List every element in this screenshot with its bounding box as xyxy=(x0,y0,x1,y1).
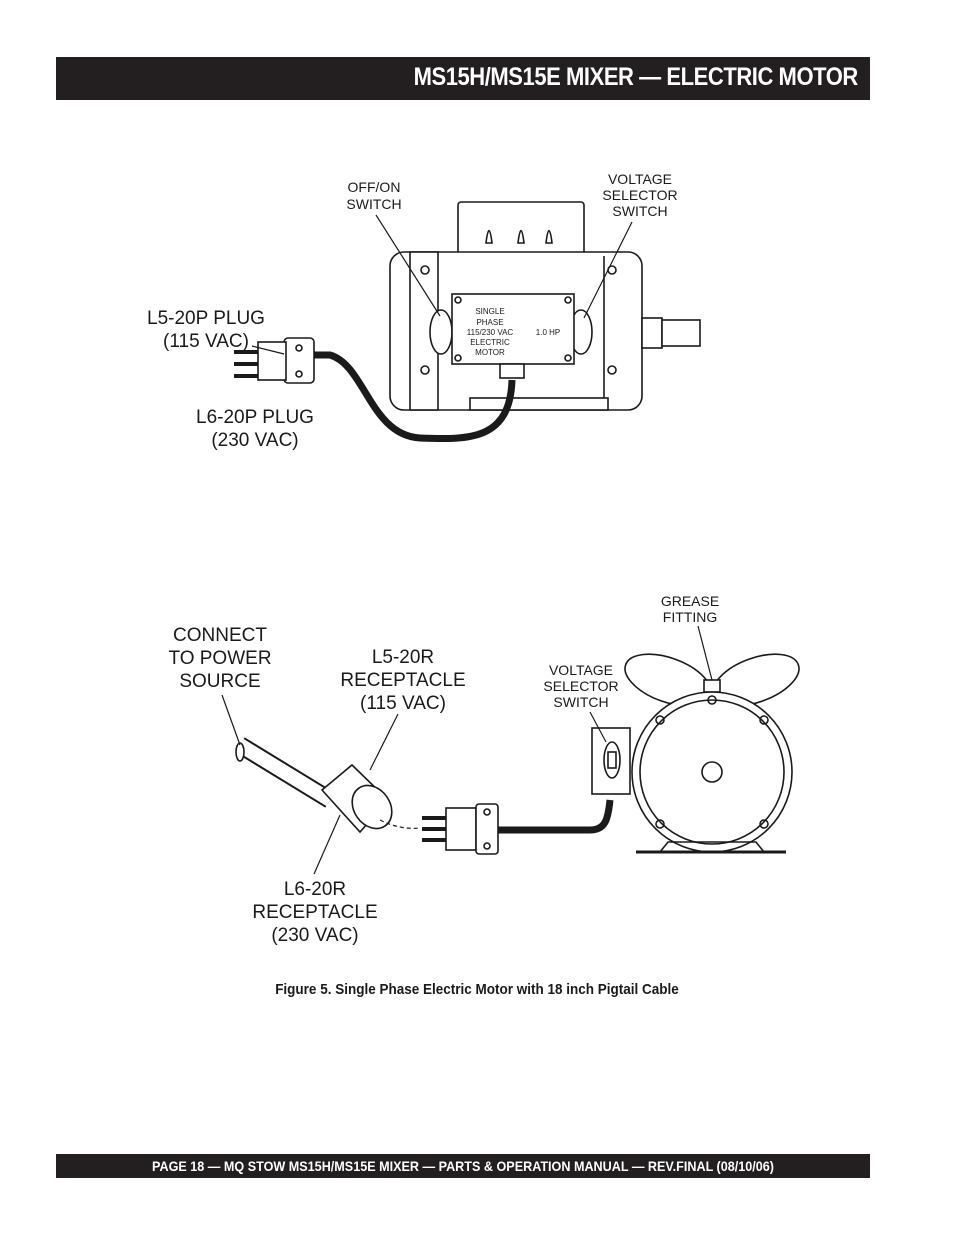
nameplate-line-1: SINGLE xyxy=(475,307,504,316)
label-off-on-switch-2: SWITCH xyxy=(346,196,401,212)
label-voltage-selector-2: SELECTOR xyxy=(602,187,677,203)
top-motor-drawing xyxy=(234,201,701,443)
footer-bar: PAGE 18 — MQ STOW MS15H/MS15E MIXER — PA… xyxy=(56,1154,870,1178)
label-connect-2: TO POWER xyxy=(168,648,271,669)
label-selector-1: VOLTAGE xyxy=(549,662,613,678)
top-labels: OFF/ON SWITCH VOLTAGE SELECTOR SWITCH L5… xyxy=(147,171,678,451)
page-title: MS15H/MS15E MIXER — ELECTRIC MOTOR xyxy=(413,63,859,91)
label-l6-receptacle-2: RECEPTACLE xyxy=(252,902,377,923)
figure-caption: Figure 5. Single Phase Electric Motor wi… xyxy=(275,981,679,998)
footer-text: PAGE 18 — MQ STOW MS15H/MS15E MIXER — PA… xyxy=(152,1158,774,1174)
label-grease-1: GREASE xyxy=(661,593,719,609)
bottom-labels: CONNECT TO POWER SOURCE L5-20R RECEPTACL… xyxy=(168,593,719,946)
label-l6-plug-2: (230 VAC) xyxy=(211,430,298,451)
label-grease-2: FITTING xyxy=(663,609,717,625)
label-selector-3: SWITCH xyxy=(553,694,608,710)
label-l5-receptacle-3: (115 VAC) xyxy=(360,693,446,714)
nameplate-line-4: ELECTRIC xyxy=(470,338,510,347)
label-off-on-switch-1: OFF/ON xyxy=(348,179,401,195)
label-l5-receptacle-1: L5-20R xyxy=(372,647,434,668)
label-l6-receptacle-3: (230 VAC) xyxy=(271,925,358,946)
label-voltage-selector-3: SWITCH xyxy=(612,203,667,219)
label-voltage-selector-1: VOLTAGE xyxy=(608,171,672,187)
label-connect-3: SOURCE xyxy=(179,671,260,692)
label-connect-1: CONNECT xyxy=(173,625,267,646)
nameplate-line-2: PHASE xyxy=(476,318,503,327)
label-l5-receptacle-2: RECEPTACLE xyxy=(340,670,465,691)
label-l6-receptacle-1: L6-20R xyxy=(284,879,346,900)
label-l5-plug-2: (115 VAC) xyxy=(163,331,249,352)
label-l6-plug-1: L6-20P PLUG xyxy=(196,407,314,428)
nameplate-line-5: MOTOR xyxy=(475,348,505,357)
label-selector-2: SELECTOR xyxy=(543,678,618,694)
nameplate-hp: 1.0 HP xyxy=(536,328,560,337)
header-bar: MS15H/MS15E MIXER — ELECTRIC MOTOR xyxy=(56,57,870,100)
bottom-motor-drawing xyxy=(221,625,800,875)
label-l5-plug-1: L5-20P PLUG xyxy=(147,308,265,329)
nameplate-line-3: 115/230 VAC xyxy=(467,328,514,337)
